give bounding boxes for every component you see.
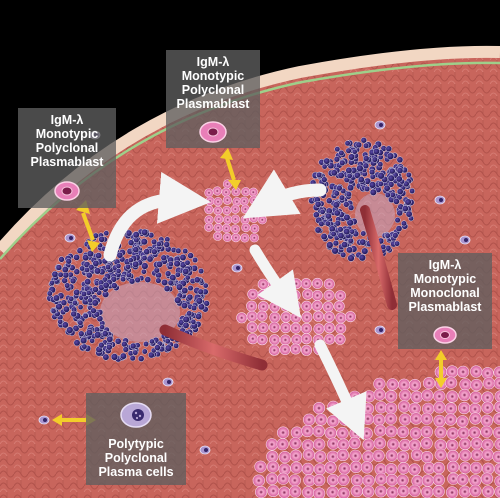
label-bottom-line3: Plasma cells [98,465,174,479]
label-right-plasmablast: IgM-λ Monotypic Monoclonal Plasmablast [398,253,492,349]
label-right-line3: Monoclonal [410,286,480,300]
label-left-plasmablast: IgM-λ Monotypic Polyclonal Plasmablast [18,108,116,208]
label-left-line3: Polyclonal [35,141,99,155]
label-right-line1: IgM-λ [428,258,462,272]
arrow-right-to-cluster [242,169,327,219]
label-left-line4: Plasmablast [30,155,104,169]
label-top-line4: Plasmablast [176,97,250,111]
blood-vessel-left [159,324,268,371]
lymphoid-follicle-left [46,227,210,363]
yellow-arrow-right [435,350,447,388]
yellow-arrow-top [220,148,241,190]
label-top-line2: Monotypic [181,69,245,83]
arrow-cluster-to-middle [249,244,301,318]
plasma-cell-icon [120,402,152,428]
label-right-line4: Plasmablast [408,300,482,314]
blood-vessel-right [360,205,397,310]
label-top-plasmablast: IgM-λ Monotypic Polyclonal Plasmablast [166,50,260,148]
plasmablast-icon [199,121,227,143]
label-bottom-plasma-cells: Polytypic Polyclonal Plasma cells [86,393,186,485]
label-left-line1: IgM-λ [50,113,84,127]
label-bottom-line1: Polytypic [108,437,164,451]
label-right-line2: Monotypic [413,272,477,286]
arrow-middle-to-expansion [314,339,367,441]
label-left-line2: Monotypic [35,127,99,141]
label-top-line3: Polyclonal [181,83,245,97]
plasmablast-icon [433,326,457,344]
label-top-line1: IgM-λ [196,55,230,69]
monoclonal-expansion [252,365,500,498]
plasmablast-icon [54,181,80,201]
arrow-left-to-cluster [103,171,211,262]
label-bottom-line2: Polyclonal [104,451,168,465]
